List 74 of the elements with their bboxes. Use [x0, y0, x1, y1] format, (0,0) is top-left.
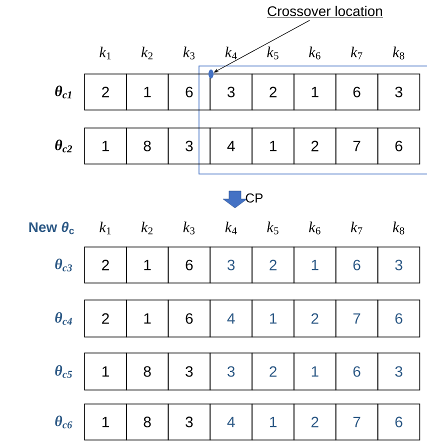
table-cell: 1 — [84, 404, 127, 440]
table-cell: 6 — [335, 74, 378, 110]
table-cell: 6 — [335, 352, 378, 390]
table-cell: 1 — [252, 300, 294, 338]
table-cell: 3 — [377, 74, 420, 110]
table-cell: 6 — [377, 404, 420, 440]
column-header: k$_{5}$ — [267, 46, 278, 60]
table-cell: 6 — [168, 246, 211, 284]
table-cell: 3 — [168, 352, 211, 390]
column-header: k$_{2}$ — [141, 222, 153, 234]
table-cell: 4 — [210, 404, 252, 440]
table-cell: 1 — [84, 352, 127, 390]
table-cell: 4 — [210, 128, 252, 164]
table-cell: 1 — [252, 128, 294, 164]
table-cell: 4 — [210, 300, 252, 338]
table-cell: 1 — [126, 300, 169, 338]
table-cell: 6 — [377, 128, 420, 164]
column-header: k$_{4}$ — [225, 222, 237, 234]
column-header: k$_{3}$ — [183, 222, 195, 234]
table-cell: 1 — [126, 74, 169, 110]
table-cell: 6 — [168, 74, 211, 110]
table-cell: 1 — [126, 246, 169, 284]
table-cell: 1 — [84, 128, 127, 164]
table-cell: 8 — [126, 352, 169, 390]
row-label: θ$_{c2}$ — [55, 140, 72, 152]
column-header: k$_{2}$ — [141, 46, 153, 60]
table-cell: 3 — [377, 246, 420, 284]
table-cell: 2 — [252, 246, 294, 284]
row-label: θ$_{c6}$ — [55, 416, 72, 428]
table-cell: 1 — [294, 74, 336, 110]
table-cell: 3 — [210, 74, 252, 110]
table-cell: 7 — [335, 300, 378, 338]
table-cell: 2 — [294, 404, 336, 440]
table-cell: 2 — [294, 300, 336, 338]
point-marker — [208, 70, 214, 78]
table-cell: 6 — [335, 246, 378, 284]
table-cell: 2 — [84, 246, 127, 284]
column-header: k$_{8}$ — [392, 46, 404, 60]
table-cell: 2 — [84, 300, 127, 338]
row-label: θ$_{c3}$ — [55, 258, 72, 272]
column-header: k$_{1}$ — [100, 222, 111, 234]
column-header: k$_{7}$ — [350, 222, 362, 234]
row-label: θ$_{c4}$ — [55, 312, 72, 325]
table-cell: 8 — [126, 404, 169, 440]
column-header: k$_{4}$ — [225, 46, 237, 60]
table-cell: 1 — [294, 352, 336, 390]
column-header: k$_{1}$ — [100, 46, 111, 60]
table-cell: 6 — [168, 300, 211, 338]
table-cell: 7 — [335, 404, 378, 440]
column-header: k$_{8}$ — [392, 222, 404, 234]
table-cell: 3 — [210, 246, 252, 284]
row-label: θ$_{c1}$ — [55, 86, 72, 98]
table-cell: 2 — [252, 352, 294, 390]
table-cell: 1 — [294, 246, 336, 284]
table-cell: 2 — [84, 74, 127, 110]
row-label: θ$_{c5}$ — [55, 365, 72, 378]
table-cell: 6 — [377, 300, 420, 338]
arrow-label: CP — [246, 193, 263, 203]
underlined-label: Crossover location — [266, 6, 384, 18]
table-cell: 7 — [335, 128, 378, 164]
table-cell: 2 — [252, 74, 294, 110]
column-header: k$_{6}$ — [309, 46, 320, 60]
column-header: k$_{3}$ — [183, 46, 195, 60]
table-cell: 3 — [168, 404, 211, 440]
table-cell: 8 — [126, 128, 169, 164]
table-cell: 3 — [168, 128, 211, 164]
column-header: k$_{6}$ — [309, 222, 320, 234]
table-cell: 3 — [210, 352, 252, 390]
table-cell: 1 — [252, 404, 294, 440]
column-header: k$_{7}$ — [350, 46, 362, 60]
table-cell: 3 — [377, 352, 420, 390]
table-cell: 2 — [294, 128, 336, 164]
row-label: New θ$_{c}$ — [29, 222, 74, 234]
column-header: k$_{5}$ — [267, 222, 278, 234]
